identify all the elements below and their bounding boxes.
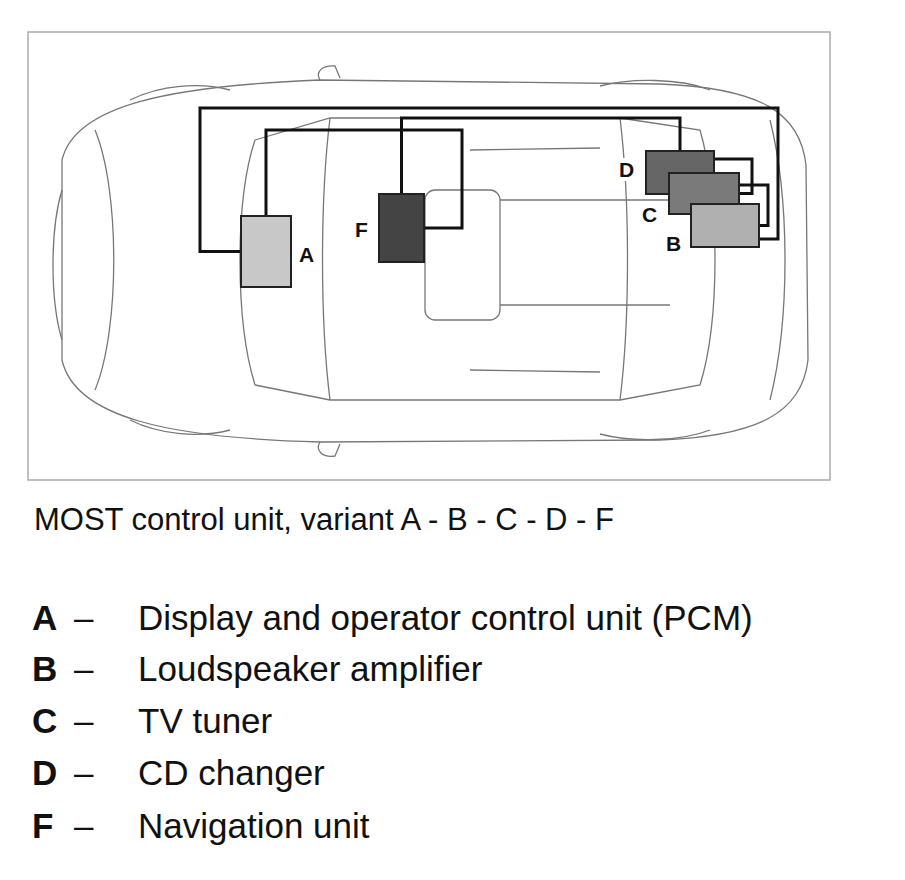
key-dash: – bbox=[74, 598, 93, 638]
key-letter: D bbox=[32, 753, 57, 793]
most-fibre-line bbox=[402, 118, 681, 193]
key-letter: C bbox=[32, 701, 57, 741]
key-description: Navigation unit bbox=[138, 806, 370, 846]
figure-caption: MOST control unit, variant A - B - C - D… bbox=[34, 502, 614, 538]
unit-letter: C bbox=[641, 203, 658, 226]
key-dash: – bbox=[74, 753, 93, 793]
key-dash: – bbox=[74, 649, 93, 689]
key-description: Loudspeaker amplifier bbox=[138, 649, 482, 689]
key-letter: F bbox=[32, 806, 53, 846]
key-dash: – bbox=[74, 806, 93, 846]
most-fibre-line bbox=[266, 130, 462, 228]
key-letter: A bbox=[32, 598, 57, 638]
unit-letter: A bbox=[298, 243, 315, 266]
unit-letter: B bbox=[665, 232, 682, 255]
key-letter: B bbox=[32, 649, 57, 689]
key-description: TV tuner bbox=[138, 701, 272, 741]
key-description: CD changer bbox=[138, 753, 325, 793]
key-dash: – bbox=[74, 701, 93, 741]
unit-letter: F bbox=[354, 218, 369, 241]
control-unit-box: B bbox=[690, 203, 760, 248]
unit-letter: D bbox=[618, 158, 635, 181]
key-description: Display and operator control unit (PCM) bbox=[138, 598, 753, 638]
control-unit-box: A bbox=[240, 215, 292, 288]
control-unit-box: F bbox=[378, 193, 425, 263]
